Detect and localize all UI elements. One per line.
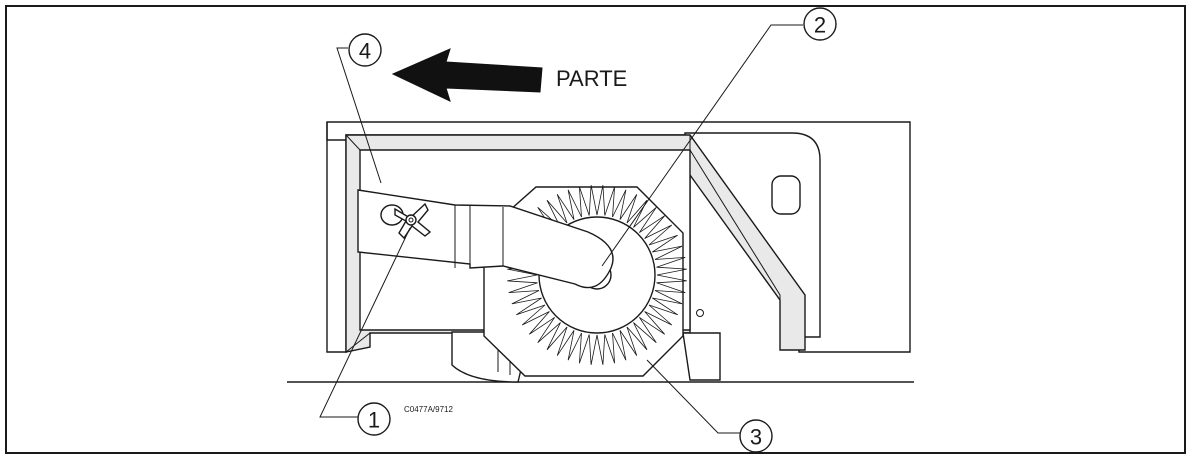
bristle xyxy=(612,330,627,361)
bristle xyxy=(537,317,561,344)
bristle xyxy=(612,189,627,220)
leader-lines xyxy=(319,24,803,434)
bristle xyxy=(596,185,606,216)
bristle xyxy=(546,322,568,351)
bristle xyxy=(652,245,683,260)
bristle xyxy=(588,185,598,216)
svg-text:2: 2 xyxy=(814,13,826,38)
brush-bristles xyxy=(507,185,687,365)
bristle xyxy=(633,206,657,233)
callout-1: 1 xyxy=(357,402,391,436)
callout-3: 3 xyxy=(739,419,773,453)
bristle xyxy=(579,332,590,364)
bristle xyxy=(556,326,575,356)
bristle xyxy=(619,194,638,224)
bristle xyxy=(633,317,657,344)
svg-text:1: 1 xyxy=(368,408,380,433)
bristle xyxy=(652,290,683,305)
bristle xyxy=(528,311,555,335)
diagram-border xyxy=(5,5,1186,454)
bristle xyxy=(567,330,582,361)
bristle xyxy=(579,186,590,218)
bristle xyxy=(619,326,638,356)
bristle xyxy=(648,234,678,253)
bristle xyxy=(508,282,540,293)
direction-arrow xyxy=(391,48,543,102)
bristle xyxy=(644,304,673,326)
bristle xyxy=(656,274,687,284)
bristle xyxy=(567,189,582,220)
svg-text:4: 4 xyxy=(359,39,371,64)
bristle xyxy=(626,199,648,228)
svg-text:3: 3 xyxy=(750,425,762,450)
bristle xyxy=(648,297,678,316)
bristle xyxy=(654,282,686,293)
bristle xyxy=(639,311,666,335)
wing-nut xyxy=(380,202,432,240)
drawing-code: C0477A/9712 xyxy=(404,405,453,414)
bristle xyxy=(596,334,606,365)
bristle xyxy=(521,304,550,326)
bristle xyxy=(516,297,546,316)
bristle xyxy=(604,332,615,364)
bristle xyxy=(511,290,542,305)
bristle xyxy=(588,334,598,365)
bristle xyxy=(556,194,575,224)
bristle xyxy=(656,266,687,276)
bristle xyxy=(626,322,648,351)
bristle xyxy=(604,186,615,218)
bristle xyxy=(546,199,568,228)
bristle xyxy=(654,257,686,268)
direction-label: PARTE xyxy=(556,66,627,91)
bristle xyxy=(644,224,673,246)
callout-4: 4 xyxy=(348,33,382,67)
bristle xyxy=(507,274,538,284)
bristle xyxy=(639,215,666,239)
callout-2: 2 xyxy=(803,7,837,41)
